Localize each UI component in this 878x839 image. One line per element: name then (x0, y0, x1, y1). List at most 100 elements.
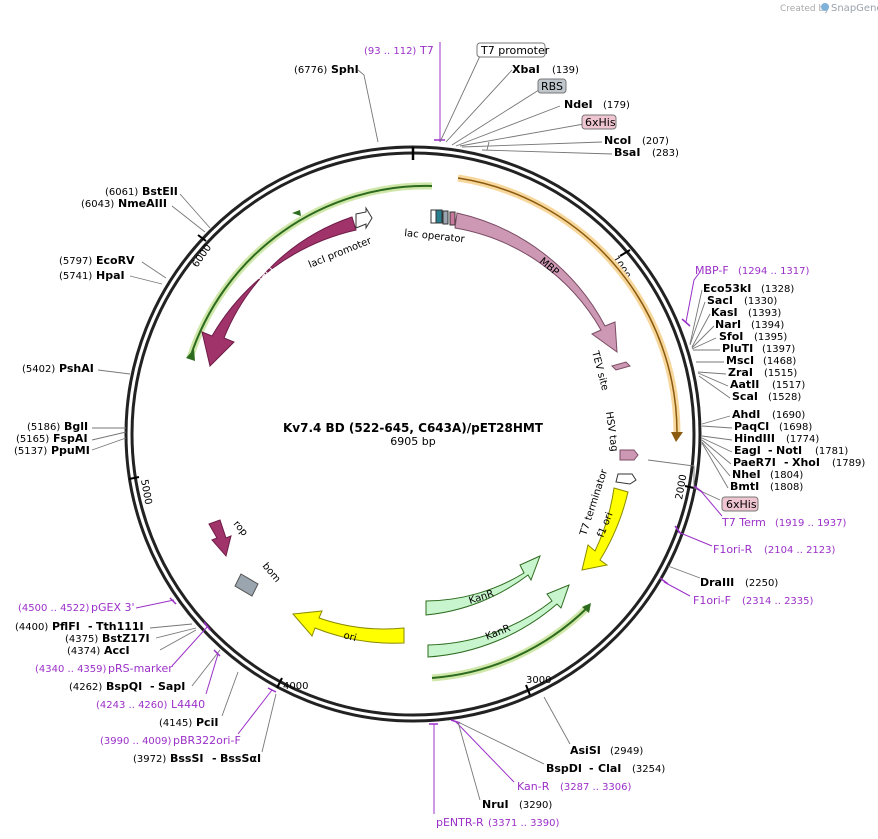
his-box-2 (721, 496, 759, 512)
green-arc-upper-line (189, 184, 433, 359)
lac-operator-box-d (449, 211, 456, 226)
pentrr-pos: (3371 .. 3390) (488, 818, 560, 829)
l4440-name: L4440 (171, 698, 205, 711)
eco53ki-name: Eco53kI (703, 282, 751, 295)
lac-operator-box-c (442, 210, 449, 225)
rbs-label: RBS (541, 80, 563, 93)
tev-feature (611, 361, 631, 371)
green-arc-upper-head-a (292, 210, 301, 216)
orange-arc-line (457, 177, 678, 433)
orange-arc (457, 174, 681, 433)
paer7i-sep: - (784, 456, 789, 469)
kanr-feature-2 (427, 584, 570, 658)
nari-name: NarI (715, 318, 741, 331)
pluti-pos: (1397) (762, 344, 795, 355)
his-label-2: 6xHis (726, 498, 757, 511)
bom-label: bom (260, 561, 283, 585)
scale-ticks (128, 147, 695, 696)
xhoi-name: XhoI (792, 456, 820, 469)
bgli-pos: (5186) (27, 422, 60, 433)
laci-promoter-feature (355, 206, 373, 230)
paer7i-name: PaeR7I (733, 456, 776, 469)
ecorv-name: EcoRV (96, 254, 135, 267)
tick-5000-mark (128, 476, 140, 480)
tick-1000-mark (619, 249, 631, 257)
hpai-pos: (5741) (59, 271, 92, 282)
msci-pos: (1468) (763, 356, 796, 367)
bspqi-pos: (4262) (69, 682, 102, 693)
saci-pos: (1330) (744, 296, 777, 307)
scai-pos: (1528) (768, 392, 801, 403)
pflfi-sep: - (88, 620, 93, 633)
nhei-pos: (1804) (770, 470, 803, 481)
kanr-primer-name: Kan-R (517, 780, 550, 793)
pgex3-name: pGEX 3' (91, 601, 135, 614)
lac-operator-box-b (435, 209, 443, 224)
tick-6000-mark (197, 234, 207, 242)
rop-feature (208, 519, 232, 558)
sphi-name: SphI (331, 63, 359, 76)
leader-lines (91, 42, 733, 814)
ncoi-pos: (207) (642, 136, 669, 147)
bspqi-sep: - (150, 680, 155, 693)
xbai-pos: (139) (552, 65, 579, 76)
sapi-name: SapI (158, 680, 185, 693)
bspdi-name: BspDI (546, 762, 582, 775)
nari-pos: (1394) (751, 320, 784, 331)
lac-operator-label: lac operator (404, 228, 466, 245)
pcii-pos: (4145) (159, 718, 192, 729)
pluti-name: PluTI (722, 342, 753, 355)
f1orif-name: F1ori-F (693, 594, 731, 607)
ncoi-name: NcoI (604, 134, 631, 147)
zrai-pos: (1515) (764, 368, 797, 379)
sfoi-pos: (1395) (754, 332, 787, 343)
mbpf-pos: (1294 .. 1317) (738, 266, 810, 277)
scai-name: ScaI (732, 390, 758, 403)
bsteii-pos: (6061) (105, 187, 138, 198)
bspqi-name: BspQI (106, 680, 142, 693)
acci-name: AccI (104, 644, 130, 657)
f1orif-pos: (2314 .. 2335) (742, 596, 814, 607)
bsai-pos: (283) (652, 148, 679, 159)
t7term-pos: (1919 .. 1937) (775, 518, 847, 529)
bstz17i-pos: (4375) (65, 634, 98, 645)
bmti-pos: (1808) (770, 482, 803, 493)
tick-3000: 3000 (526, 675, 551, 686)
ppumi-pos: (5137) (14, 446, 47, 457)
fspai-pos: (5165) (16, 434, 49, 445)
bsssi-sep: - (212, 752, 217, 765)
kanr-primer-pos: (3287 .. 3306) (560, 782, 632, 793)
sphi-pos: (6776) (294, 65, 327, 76)
kasi-pos: (1393) (748, 308, 781, 319)
l4440-pos: (4243 .. 4260) (96, 700, 168, 711)
acci-pos: (4374) (67, 646, 100, 657)
credit-prefix: Created by (780, 4, 830, 14)
eagi-sep: - (768, 444, 773, 457)
pshai-name: PshAI (59, 362, 94, 375)
zrai-name: ZraI (728, 366, 753, 379)
ecorv-pos: (5797) (59, 256, 92, 267)
xbai-name: XbaI (512, 63, 540, 76)
bspdi-pos: (3254) (632, 764, 665, 775)
eco53ki-pos: (1328) (761, 284, 794, 295)
snapgene-logo-icon (821, 3, 829, 11)
ppumi-name: PpuMI (51, 444, 90, 457)
plasmid-name: Kv7.4 BD (522-645, C643A)/pET28HMT (283, 421, 544, 435)
kasi-name: KasI (711, 306, 738, 319)
t7-name: T7 (419, 44, 434, 57)
f1-ori-feature (581, 487, 629, 571)
rop-label: rop (231, 519, 250, 539)
laci-feature (201, 216, 357, 367)
t7term-name: T7 Term (721, 516, 766, 529)
tick-5000: 5000 (138, 479, 153, 506)
nrui-pos: (3290) (519, 800, 552, 811)
bsssi-pos: (3972) (133, 754, 166, 765)
kanr-label-1: KanR (468, 588, 496, 606)
bsteii-name: BstEII (142, 185, 178, 198)
bstz17i-name: BstZ17I (102, 632, 150, 645)
f1orir-pos: (2104 .. 2123) (764, 545, 836, 556)
clai-name: ClaI (598, 762, 621, 775)
bspdi-sep: - (589, 762, 594, 775)
pflfi-pos: (4400) (15, 622, 48, 633)
